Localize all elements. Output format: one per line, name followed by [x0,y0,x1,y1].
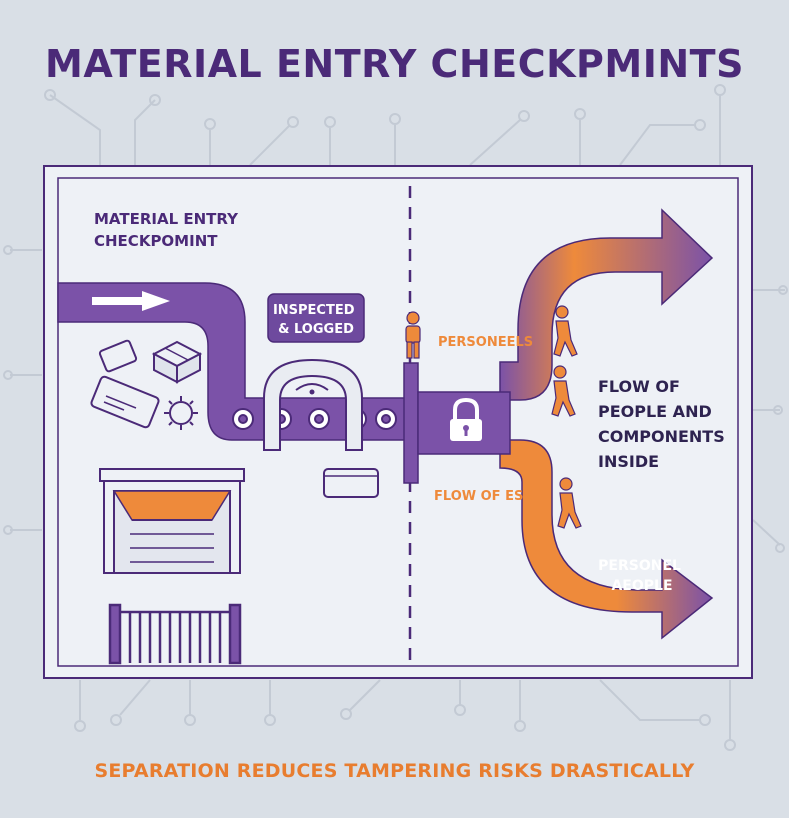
flow-arrow-up [499,208,714,401]
walking-person-icon-1 [553,305,578,357]
walking-person-icon-3 [557,477,582,529]
material-flow-band [57,282,421,441]
scanner-arch-icon [263,358,363,451]
entry-label: MATERIAL ENTRY CHECKPOMINT [94,210,243,250]
circuit-background [3,84,788,751]
guard-person-icon [405,311,421,359]
tray-icon [323,468,379,498]
loading-dock-icon [99,468,245,574]
walking-person-icon-2 [551,365,576,417]
flow-inside-label: FLOW OF PEOPLE AND COMPONENTS INSIDE [598,377,730,471]
lock-icon [450,397,482,441]
circuit-board-card-icon [90,375,160,429]
page-title: MATERIAL ENTRY CHECKPMINTS [45,42,744,86]
diagram-panel-inner [57,177,739,667]
microchip-icon [164,396,198,430]
flow-ese-label: FLOW OF ESE [434,489,532,504]
flow-arrow-down [499,439,714,640]
package-box-icon [151,340,203,384]
inspected-logged-label: INSPECTED & LOGGED [273,303,359,337]
inspected-logged-box [267,293,365,343]
barrier-post [403,362,419,484]
footer-caption: SEPARATION REDUCES TAMPERING RISKS DRAST… [94,760,695,782]
personnel-label: PERSONEELS [438,335,533,350]
gate-fence-icon [108,603,242,665]
personel-people-label: PERSONEL AEOPLE [598,558,686,594]
entry-arrow-icon [92,291,170,311]
chip-card-icon [98,339,138,373]
